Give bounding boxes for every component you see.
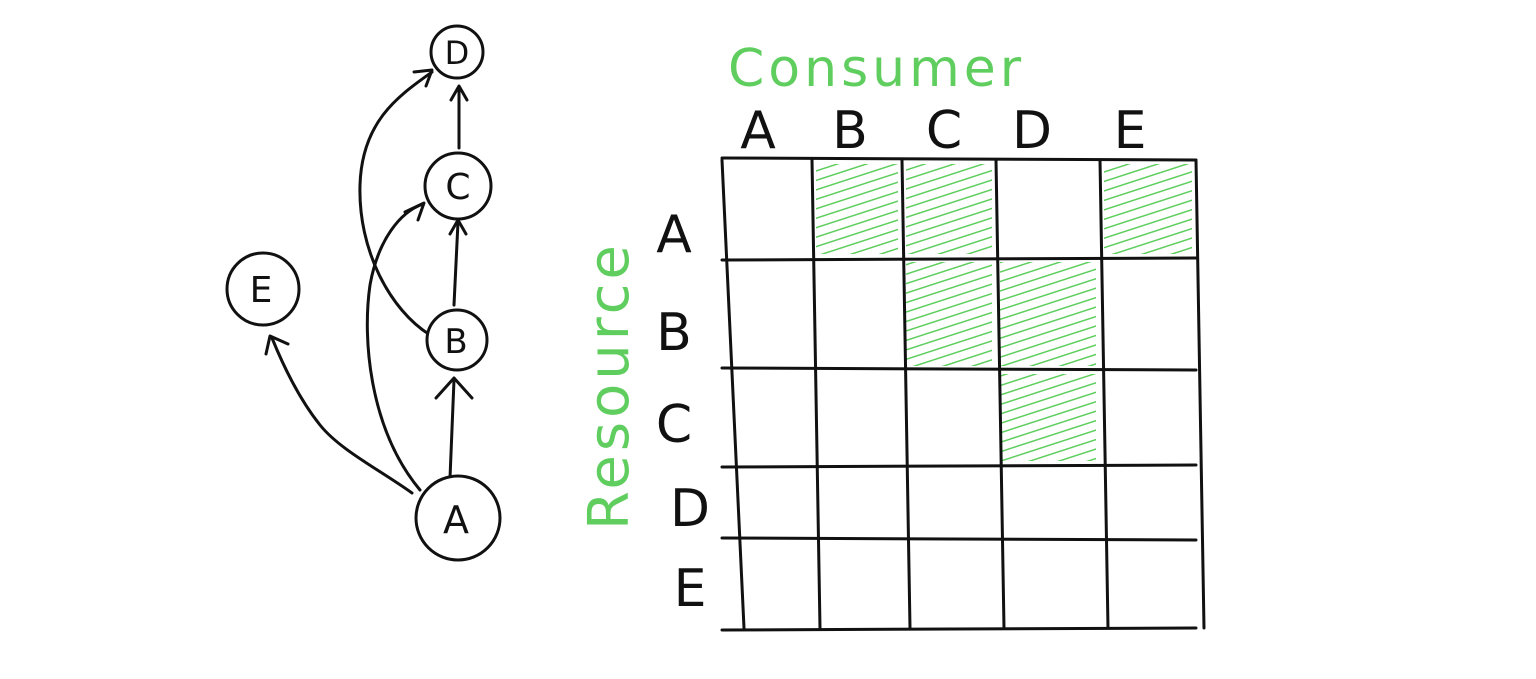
grid-row-line [720,626,1198,632]
dependency-graph: D C E B A [225,24,502,562]
filled-cell-c-d [1000,374,1096,461]
node-a: A [414,474,502,562]
edge-b-to-c [452,220,460,307]
column-label-d: D [1012,101,1052,161]
filled-cells [816,164,1192,461]
filled-cell-a-e [1104,164,1192,254]
grid-row-line [720,156,1198,162]
filled-cell-a-b [816,164,898,254]
node-b-label: B [444,322,467,362]
node-c: C [423,151,493,221]
column-label-a: A [740,101,776,161]
row-label-e: E [674,559,707,619]
node-e-label: E [250,270,273,311]
arrowhead-a-to-c [403,201,426,222]
grid-column-line [994,158,1006,630]
row-label-d: D [670,479,710,539]
consumer-title: Consumer [728,39,1025,99]
edge-a-to-e [270,336,414,495]
arrowhead-a-to-e [264,334,290,356]
filled-cell-b-c [906,262,992,366]
node-e: E [225,251,301,327]
node-c-label: C [445,167,470,208]
grid-row-line [720,366,1198,372]
filled-cell-b-d [1000,262,1096,366]
grid-column-line [1098,158,1110,630]
node-a-label: A [443,498,469,542]
node-d: D [429,24,485,80]
edge-a-to-b [448,378,456,480]
grid-column-line [720,158,746,630]
grid-row-line [720,536,1198,542]
edge-a-to-c [365,202,425,492]
arrowhead-c-to-d [449,84,469,102]
arrowhead-a-to-b [434,376,474,400]
node-d-label: D [445,34,470,72]
filled-cell-a-c [906,164,992,254]
resource-title: Resource [577,241,642,530]
node-b: B [425,308,489,372]
matrix-grid [720,156,1206,632]
row-label-b: B [656,303,692,363]
grid-row-line [720,256,1198,262]
grid-column-line [810,158,822,630]
row-label-a: A [656,205,692,265]
column-label-c: C [926,101,962,161]
row-label-c: C [656,395,692,455]
grid-row-line [720,463,1198,469]
grid-column-line [900,158,912,630]
edge-b-to-d [358,70,434,337]
column-label-e: E [1114,101,1147,161]
arrowhead-b-to-d [412,68,434,88]
column-label-b: B [832,101,868,161]
grid-column-line [1194,158,1206,630]
